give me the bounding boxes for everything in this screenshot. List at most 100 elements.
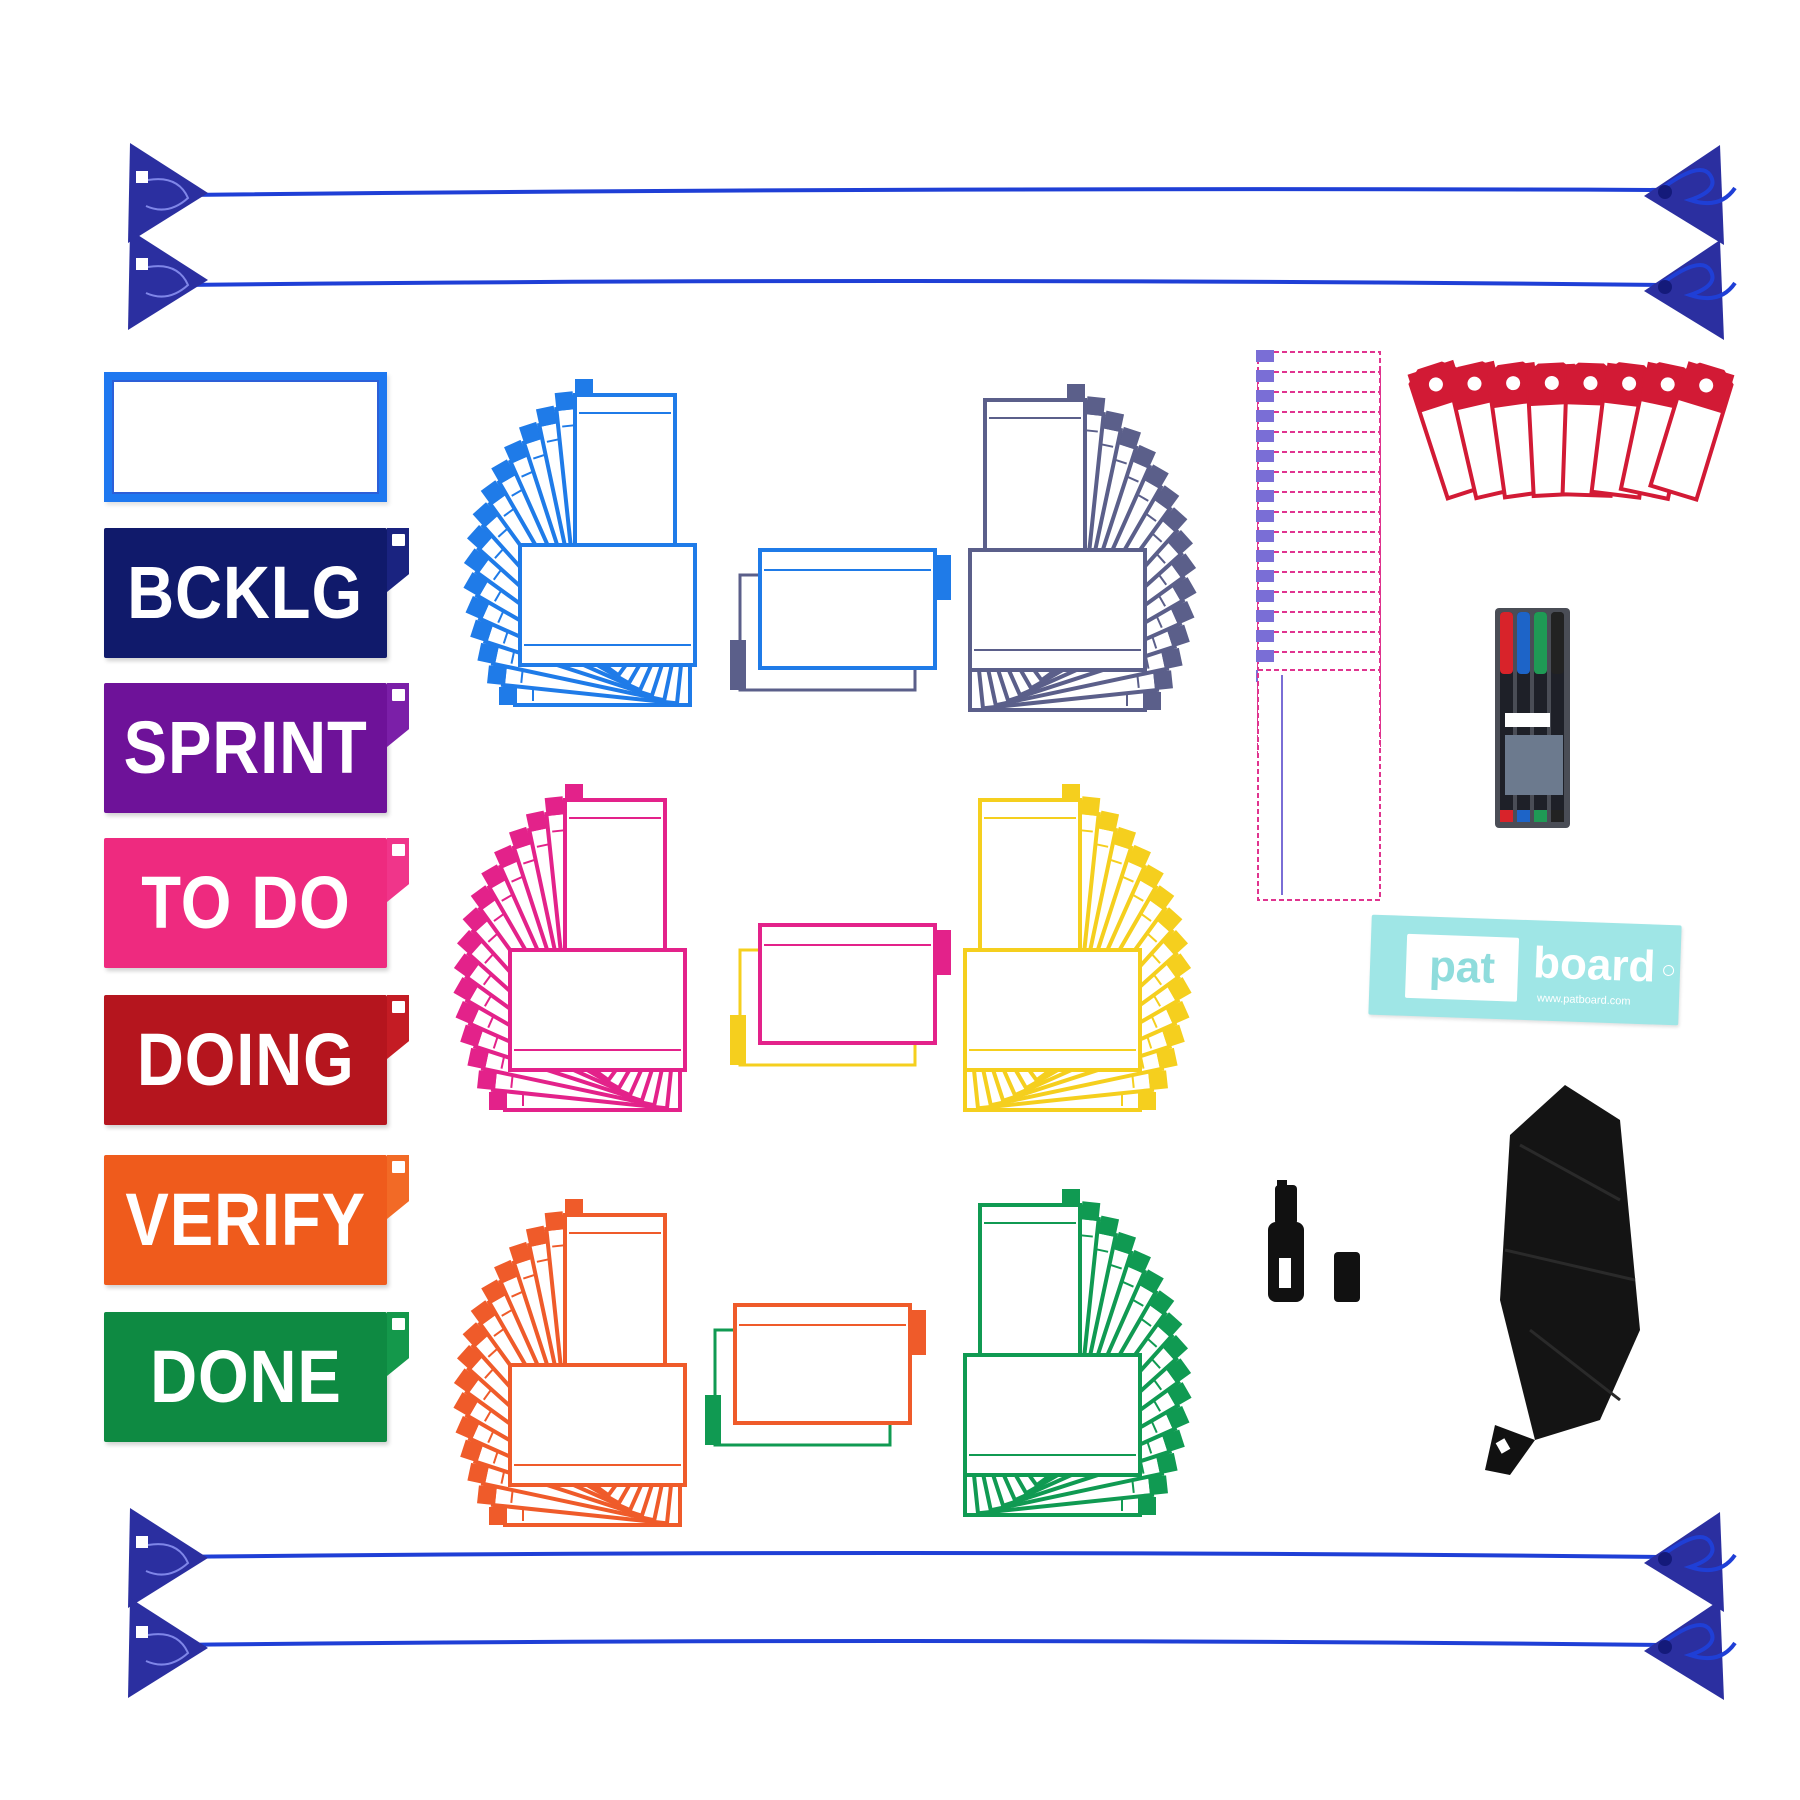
patboard-logo-icon bbox=[1495, 1438, 1511, 1454]
magnet-tab bbox=[387, 1155, 409, 1219]
card-tab bbox=[455, 1000, 480, 1025]
card-fans bbox=[453, 379, 1197, 1527]
small-card-tab bbox=[1256, 490, 1274, 502]
card-outline bbox=[563, 1213, 667, 1392]
marker-cap bbox=[1551, 612, 1564, 674]
header-label: BCKLG bbox=[127, 551, 364, 634]
card-tab bbox=[1148, 1475, 1168, 1496]
card-outline bbox=[563, 798, 667, 977]
small-card-tall bbox=[1257, 669, 1381, 901]
card-fan bbox=[463, 379, 697, 707]
small-card-tab bbox=[1256, 630, 1274, 642]
spray-cap bbox=[1334, 1252, 1360, 1302]
patboard-logo-icon bbox=[392, 534, 405, 546]
front-card bbox=[518, 543, 697, 667]
fan-card bbox=[983, 384, 1087, 577]
card-outline bbox=[983, 398, 1087, 577]
patboard-logo-icon bbox=[136, 1536, 148, 1548]
header-label: VERIFY bbox=[125, 1178, 366, 1261]
anchor-right bbox=[1644, 145, 1724, 245]
front-card bbox=[968, 548, 1147, 672]
tag-bell-icon bbox=[1583, 376, 1598, 391]
card-tab bbox=[494, 844, 518, 869]
card-tab bbox=[509, 1241, 532, 1265]
anchor-right bbox=[1644, 1512, 1724, 1612]
card-tab bbox=[525, 810, 548, 832]
card-tab bbox=[1139, 1269, 1164, 1295]
front-card bbox=[508, 1363, 687, 1487]
card-tab bbox=[1144, 464, 1169, 490]
card-tab bbox=[470, 619, 493, 643]
card-tab bbox=[481, 1279, 506, 1305]
patboard-logo-icon bbox=[1279, 1258, 1291, 1288]
card-tab bbox=[489, 1092, 507, 1110]
fan-card bbox=[563, 784, 667, 977]
card-tab bbox=[494, 1259, 518, 1284]
cord-clip bbox=[1658, 1640, 1672, 1654]
sticker-pat-box: pat bbox=[1404, 933, 1520, 1002]
card-tab bbox=[1156, 1452, 1178, 1475]
card-tab bbox=[1118, 426, 1141, 450]
card-tab bbox=[467, 1047, 489, 1070]
card-tab bbox=[1165, 1405, 1190, 1430]
anchor-swirl bbox=[145, 1543, 190, 1576]
header-magnet-bcklg: BCKLG bbox=[104, 528, 409, 658]
anchor-swirl bbox=[145, 178, 190, 211]
cord-knot bbox=[1658, 1623, 1737, 1660]
red-tags bbox=[1407, 359, 1735, 503]
card-tab bbox=[1162, 1429, 1185, 1453]
small-card-tab bbox=[1256, 590, 1274, 602]
card-tab bbox=[1080, 1201, 1101, 1222]
card-tab bbox=[1132, 444, 1156, 469]
center-card-front bbox=[758, 548, 937, 670]
header-label: TO DO bbox=[140, 861, 351, 944]
cord-clip bbox=[1658, 280, 1672, 294]
cleaning-cloth bbox=[1485, 1085, 1640, 1475]
card-tab bbox=[1062, 784, 1080, 802]
card-tab bbox=[554, 391, 575, 412]
card-tab bbox=[575, 379, 593, 397]
card-tab bbox=[1153, 670, 1173, 691]
tag-bell-icon bbox=[1544, 375, 1559, 390]
marker-end bbox=[1551, 810, 1564, 822]
card-tab bbox=[1138, 1497, 1156, 1515]
anchor-swirl bbox=[145, 1633, 190, 1666]
card-tab bbox=[1097, 1215, 1120, 1237]
fan-card bbox=[563, 1199, 667, 1392]
center-card-tab bbox=[910, 1310, 926, 1355]
patboard-logo-icon bbox=[392, 689, 405, 701]
anchor-swirl bbox=[145, 265, 190, 298]
fan-card bbox=[573, 379, 677, 572]
card-tab bbox=[1170, 600, 1195, 625]
marker-cap bbox=[1517, 612, 1530, 674]
anchor-left bbox=[128, 1508, 208, 1608]
card-tab bbox=[1127, 844, 1151, 869]
card-tab bbox=[544, 1211, 565, 1232]
card-tab bbox=[491, 459, 516, 485]
cord-knot bbox=[1658, 263, 1737, 300]
card-tab bbox=[1162, 1024, 1185, 1048]
card-fan bbox=[968, 384, 1197, 712]
sticker-pat-text: pat bbox=[1428, 941, 1496, 993]
card-tab bbox=[1143, 692, 1161, 710]
card-tab bbox=[1139, 864, 1164, 890]
cloth-folds bbox=[1504, 1143, 1636, 1402]
magnet-tab bbox=[387, 995, 409, 1059]
header-label: DOING bbox=[136, 1018, 355, 1101]
small-card-tab bbox=[1256, 650, 1274, 662]
tag-bell-icon bbox=[1622, 376, 1637, 391]
card-tab bbox=[1165, 1000, 1190, 1025]
header-magnet-done: DONE bbox=[104, 1312, 409, 1442]
patboard-logo-icon bbox=[136, 258, 148, 270]
marker-end bbox=[1517, 810, 1530, 822]
tag-bell-icon bbox=[1660, 377, 1675, 392]
tag-bell-icon bbox=[1506, 376, 1521, 391]
header-label: DONE bbox=[149, 1335, 342, 1418]
card-tab bbox=[1138, 1092, 1156, 1110]
patboard-sticker: pat board www.patboard.com bbox=[1368, 914, 1682, 1026]
sticker-url-text: www.patboard.com bbox=[1536, 992, 1631, 1008]
registered-icon bbox=[1662, 964, 1675, 977]
center-card-tab bbox=[730, 640, 746, 690]
small-card-tab bbox=[1256, 350, 1274, 362]
card-tab bbox=[1097, 810, 1120, 832]
